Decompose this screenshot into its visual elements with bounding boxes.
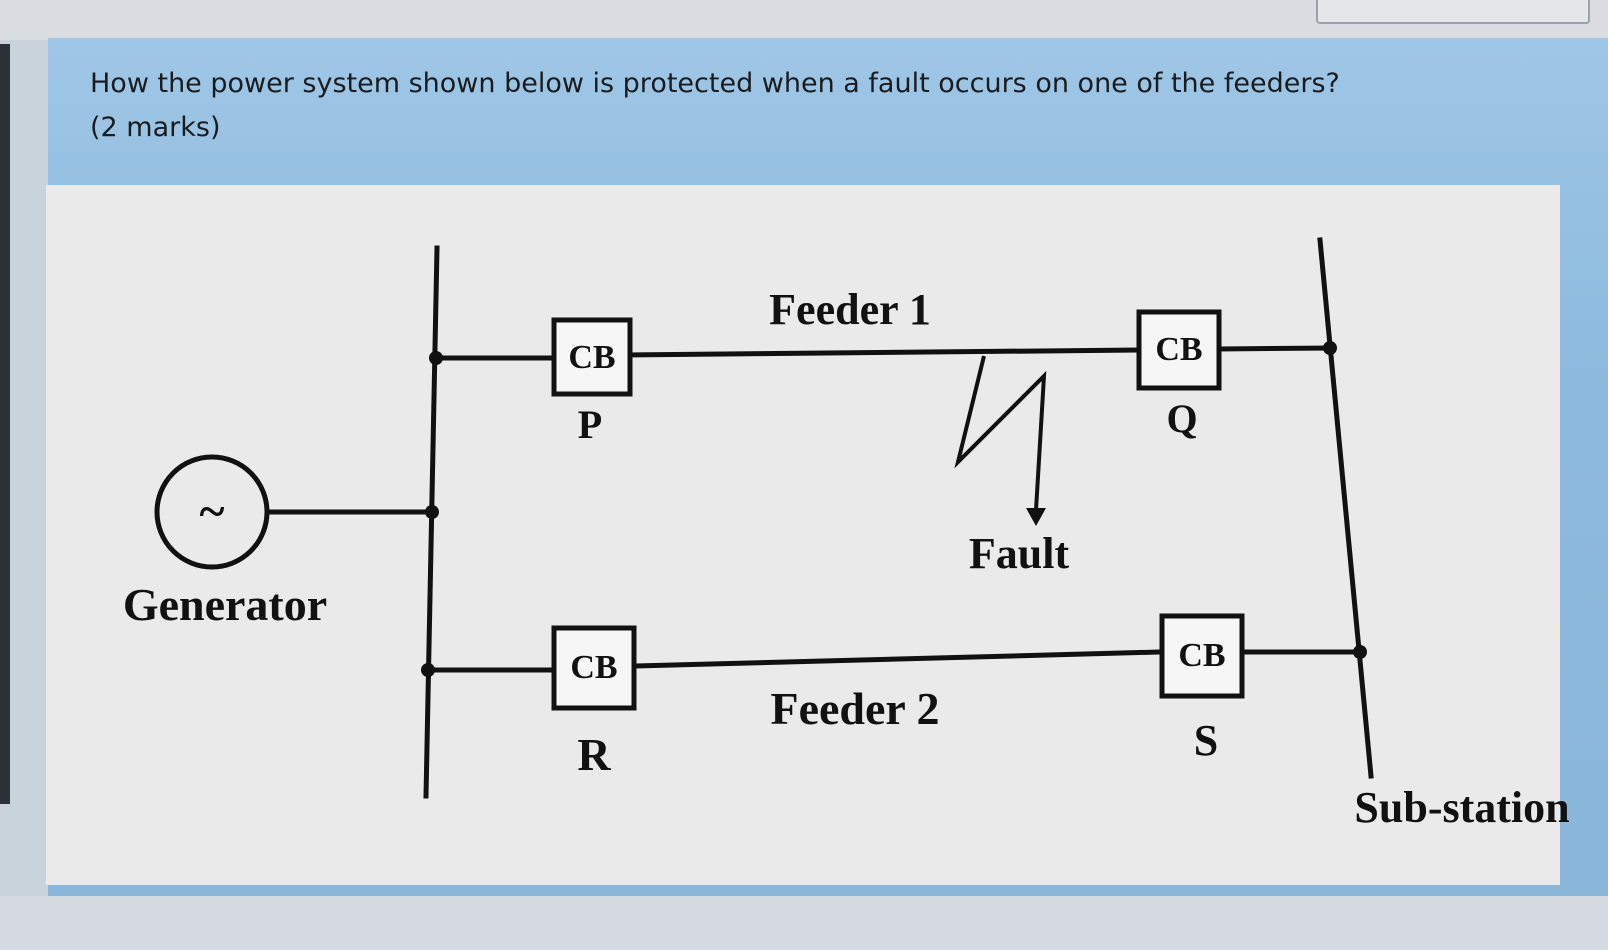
question-line: How the power system shown below is prot… <box>90 68 1340 99</box>
feeder-2-label: Feeder 2 <box>770 683 939 734</box>
circuit-breaker-s <box>1159 613 1245 699</box>
top-input-box[interactable] <box>1316 0 1590 24</box>
feeder-1-line <box>1216 345 1333 352</box>
breaker-id-q: Q <box>1166 396 1197 441</box>
breaker-id-p: P <box>578 402 602 447</box>
bottom-strip <box>0 896 1608 950</box>
feeder-2-line <box>633 649 1163 669</box>
cb-label: CB <box>1155 331 1202 368</box>
ac-source-icon: ~ <box>200 485 225 538</box>
circuit-breaker-r <box>551 625 637 711</box>
junction-dot <box>1353 645 1367 659</box>
junction-dot <box>421 663 435 677</box>
junction-dot <box>1323 341 1337 355</box>
fault-arrowhead <box>1026 508 1046 526</box>
marks-label: (2 marks) <box>90 112 221 143</box>
junction-dot <box>425 505 439 519</box>
feeder-1-line <box>625 347 1140 358</box>
question-text: How the power system shown below is prot… <box>90 62 1550 150</box>
breaker-id-r: R <box>577 729 611 780</box>
cb-label: CB <box>568 339 615 376</box>
screen-edge <box>0 44 10 804</box>
feeder-1-label: Feeder 1 <box>769 285 931 334</box>
generator-label: Generator <box>123 579 327 630</box>
generator-symbol <box>154 454 270 570</box>
cb-label: CB <box>1178 637 1225 674</box>
circuit-breaker-q <box>1136 309 1222 391</box>
cb-label: CB <box>570 649 617 686</box>
circuit-breaker-p <box>551 317 633 397</box>
breaker-id-s: S <box>1194 716 1218 765</box>
substation-label: Sub-station <box>1354 783 1569 832</box>
generator-busbar <box>423 245 440 799</box>
junction-dot <box>429 351 443 365</box>
diagram-panel <box>46 185 1560 885</box>
substation-busbar <box>1317 237 1374 779</box>
fault-label: Fault <box>969 529 1070 578</box>
fault-symbol <box>954 355 1047 511</box>
